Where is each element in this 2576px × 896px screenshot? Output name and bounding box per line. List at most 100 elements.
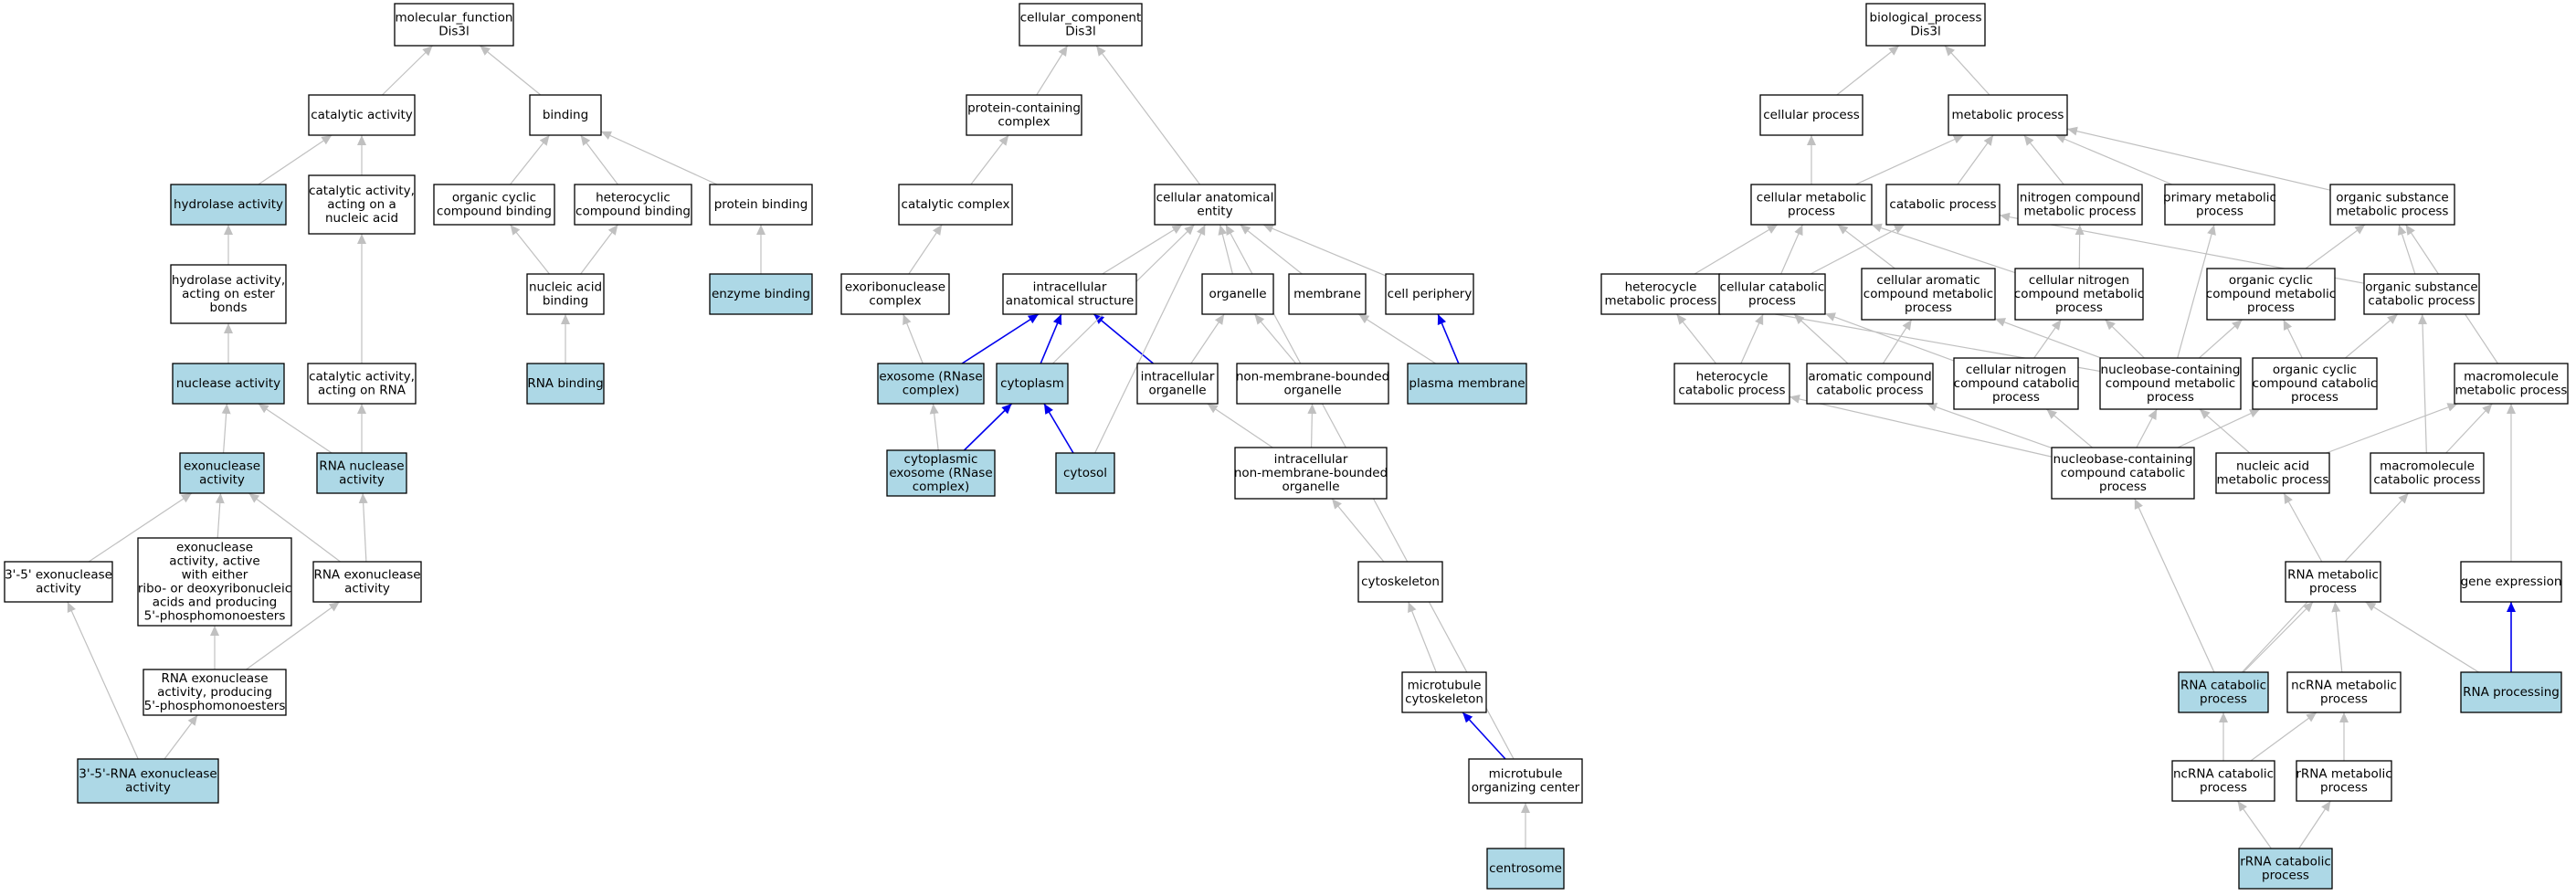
node-label-line: microtubule bbox=[1489, 767, 1563, 782]
node-box bbox=[2051, 447, 2195, 500]
node-box bbox=[170, 184, 287, 226]
node-box bbox=[77, 758, 219, 804]
node-cytosol[interactable]: cytosol bbox=[1055, 452, 1115, 494]
node-membrane[interactable]: membrane bbox=[1288, 273, 1367, 315]
edge-cell_nit-to-cell_met bbox=[1871, 223, 2016, 274]
node-enz-bind[interactable]: enzyme binding bbox=[709, 273, 813, 315]
node-label-line: with either bbox=[182, 568, 248, 583]
edge-plasma-to-membrane bbox=[1358, 313, 1436, 364]
node-label-line: cellular_component bbox=[1020, 11, 1141, 26]
node-cell-per[interactable]: cell periphery bbox=[1385, 273, 1474, 315]
edge-na_bind-to-org_cyc_bind bbox=[510, 224, 550, 275]
node-box bbox=[312, 561, 422, 603]
node-box bbox=[137, 537, 292, 627]
node-box bbox=[709, 184, 813, 226]
edge-org_cyc_met-to-org_sub_met bbox=[2305, 224, 2366, 269]
node-ic-nmb[interactable]: intracellularnon-membrane-boundedorganel… bbox=[1234, 447, 1388, 500]
node-box bbox=[1600, 273, 1721, 315]
node-label-line: process bbox=[2309, 582, 2357, 596]
node-label-line: catalytic activity bbox=[311, 108, 413, 122]
node-cytoplasm[interactable]: cytoplasm bbox=[996, 363, 1069, 405]
node-met-proc[interactable]: metabolic process bbox=[1948, 94, 2068, 136]
node-label-line: nucleic acid bbox=[2236, 459, 2309, 474]
node-label-line: catabolic process bbox=[1816, 384, 1923, 398]
node-cat-cplx[interactable]: catalytic complex bbox=[898, 184, 1013, 226]
node-prot-bind[interactable]: protein binding bbox=[709, 184, 813, 226]
node-rna-bind[interactable]: RNA binding bbox=[526, 363, 605, 405]
node-cell-proc[interactable]: cellular process bbox=[1759, 94, 1863, 136]
node-nuclease[interactable]: nuclease activity bbox=[172, 363, 285, 405]
node-centro[interactable]: centrosome bbox=[1486, 848, 1565, 890]
node-binding[interactable]: binding bbox=[529, 94, 602, 136]
node-label-line: compound metabolic bbox=[2106, 376, 2235, 391]
node-cytosk[interactable]: cytoskeleton bbox=[1357, 561, 1443, 603]
node-label-line: nucleobase-containing bbox=[2101, 363, 2241, 377]
node-organelle[interactable]: organelle bbox=[1201, 273, 1274, 315]
node-label-line: RNA binding bbox=[527, 376, 603, 391]
node-plasma[interactable]: plasma membrane bbox=[1407, 363, 1527, 405]
node-box bbox=[179, 452, 265, 494]
node-box bbox=[1154, 184, 1276, 226]
node-cat-act[interactable]: catalytic activity bbox=[308, 94, 416, 136]
edge-exoribo-to-cat_cplx bbox=[908, 224, 943, 275]
edge-mt_cytosk-to-cytosk bbox=[1408, 601, 1437, 673]
node-hydrolase[interactable]: hydrolase activity bbox=[170, 184, 287, 226]
node-catab[interactable]: catabolic process bbox=[1885, 184, 2001, 226]
node-cat-rna[interactable]: catalytic activity,acting on RNA bbox=[307, 363, 417, 405]
node-box bbox=[2285, 561, 2381, 603]
node-rna-proc[interactable]: RNA processing bbox=[2460, 671, 2562, 713]
node-gene-exp[interactable]: gene expression bbox=[2460, 561, 2562, 603]
node-label-line: process bbox=[2055, 300, 2103, 315]
